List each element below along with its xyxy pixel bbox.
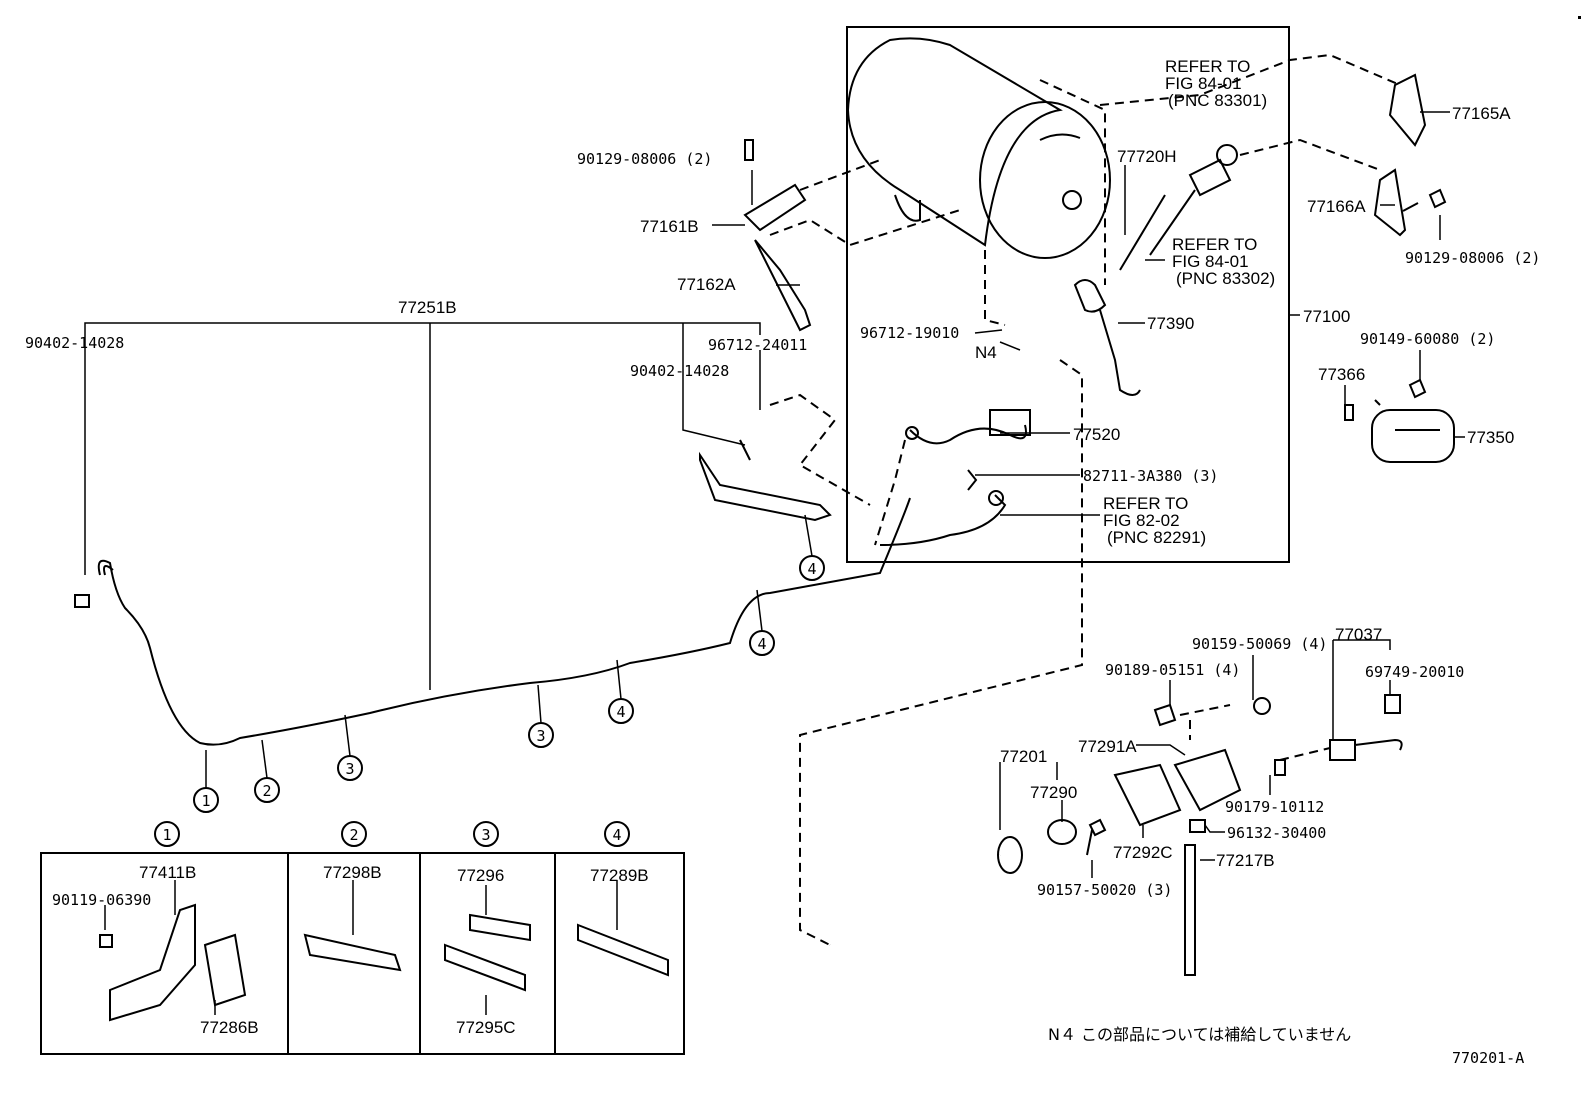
label-96132: 96132-30400: [1227, 824, 1326, 842]
label-90157: 90157-50020 (3): [1037, 881, 1172, 899]
diagram-text: 4: [612, 826, 621, 844]
brackets: [743, 73, 1455, 463]
dashed-leaders: [769, 53, 1401, 946]
label-90159: 90159-50069 (4): [1192, 635, 1327, 653]
label-77161B: 77161B: [640, 217, 699, 236]
clamp-ref-1: 1: [193, 750, 219, 813]
leader-lines: [84, 111, 1465, 878]
diagram-text: (PNC 83302): [1176, 269, 1275, 288]
tank-assembly-box: [846, 26, 1290, 563]
clamp-detail-panel: 1 2 3 4: [40, 821, 685, 1055]
label-77292C: 77292C: [1113, 843, 1173, 862]
label-90402-right: 90402-14028: [630, 362, 729, 380]
label-77217B: 77217B: [1216, 851, 1275, 870]
fuel-pump-sender: [1073, 144, 1238, 396]
wiring-harness: [879, 409, 1031, 546]
fuel-lines: [74, 439, 911, 746]
diagram-text: 2: [349, 826, 358, 844]
label-77201: 77201: [1000, 747, 1047, 766]
diagram-text: 4: [807, 560, 816, 578]
label-77100: 77100: [1303, 307, 1350, 326]
diagram-text: 4: [757, 635, 766, 653]
label-90149: 90149-60080 (2): [1360, 330, 1495, 348]
label-77165A: 77165A: [1452, 104, 1511, 123]
clamp-ref-4c: 4: [799, 514, 825, 581]
label-69749: 69749-20010: [1365, 663, 1464, 681]
panel-header-2: 2: [341, 821, 367, 847]
clamp-ref-4b: 4: [749, 589, 775, 656]
label-82711: 82711-3A380 (3): [1083, 467, 1218, 485]
label-77411B: 77411B: [139, 863, 196, 882]
label-90129-right: 90129-08006 (2): [1405, 249, 1540, 267]
panel-header-4: 4: [604, 821, 630, 847]
diagram-text: (PNC 82291): [1107, 528, 1206, 547]
refer-2-line1: REFER TO: [1172, 235, 1257, 254]
refer-3-line1: REFER TO: [1103, 494, 1188, 513]
label-96712-24011: 96712-24011: [708, 336, 807, 354]
diagram-text: 3: [345, 760, 354, 778]
label-90179: 90179-10112: [1225, 798, 1324, 816]
label-77166A: 77166A: [1307, 197, 1366, 216]
label-77286B: 77286B: [200, 1018, 259, 1037]
filler-neck: [828, 694, 1403, 976]
part-labels: REFER TO FIG 84-01 (PNC 83301) REFER TO …: [25, 57, 1540, 1067]
refer-1-line1: REFER TO: [1165, 57, 1250, 76]
label-90129-left: 90129-08006 (2): [577, 150, 712, 168]
label-N4: N4: [975, 343, 997, 362]
label-77289B: 77289B: [590, 866, 649, 885]
fuel-tank: [846, 37, 1111, 285]
panel-header-1: 1: [154, 821, 180, 847]
label-77350: 77350: [1467, 428, 1514, 447]
clamp-refs: 1 2 3 3 4 4 4: [193, 514, 825, 813]
diagram-text: 1: [201, 792, 210, 810]
diagram-text: 3: [481, 826, 490, 844]
diagram-text: FIG 84-01: [1172, 252, 1249, 271]
clamp-ref-4a: 4: [608, 659, 634, 724]
label-77162A: 77162A: [677, 275, 736, 294]
fuel-filler-door: [1371, 409, 1455, 463]
label-77296: 77296: [457, 866, 504, 885]
label-77290: 77290: [1030, 783, 1077, 802]
panel-header-3: 3: [473, 821, 499, 847]
diagram-text: FIG 82-02: [1103, 511, 1180, 530]
label-96712-19010: 96712-19010: [860, 324, 959, 342]
figure-code: 770201-A: [1452, 1049, 1524, 1067]
diagram-text: FIG 84-01: [1165, 74, 1242, 93]
diagram-text: 3: [536, 727, 545, 745]
supply-note: N４ この部品については補給していません: [1048, 1025, 1351, 1044]
label-77390: 77390: [1147, 314, 1194, 333]
diagram-text: (PNC 83301): [1168, 91, 1267, 110]
label-77295C: 77295C: [456, 1018, 516, 1037]
label-77037: 77037: [1335, 625, 1382, 644]
label-77720H: 77720H: [1117, 147, 1177, 166]
label-77251B: 77251B: [398, 298, 457, 317]
label-90119: 90119-06390: [52, 891, 151, 909]
diagram-text: 4: [616, 703, 625, 721]
diagram-text: 1: [162, 826, 171, 844]
label-77298B: 77298B: [323, 863, 382, 882]
diagram-text: 2: [262, 782, 271, 800]
label-90189: 90189-05151 (4): [1105, 661, 1240, 679]
clamp-ref-3: 3: [337, 714, 363, 781]
clamp-ref-2: 2: [254, 739, 280, 803]
label-77520: 77520: [1073, 425, 1120, 444]
label-77291A: 77291A: [1078, 737, 1137, 756]
label-90402-left: 90402-14028: [25, 334, 124, 352]
corner-mark: [1578, 16, 1581, 19]
clamp-ref-3b: 3: [528, 684, 554, 748]
label-77366: 77366: [1318, 365, 1365, 384]
